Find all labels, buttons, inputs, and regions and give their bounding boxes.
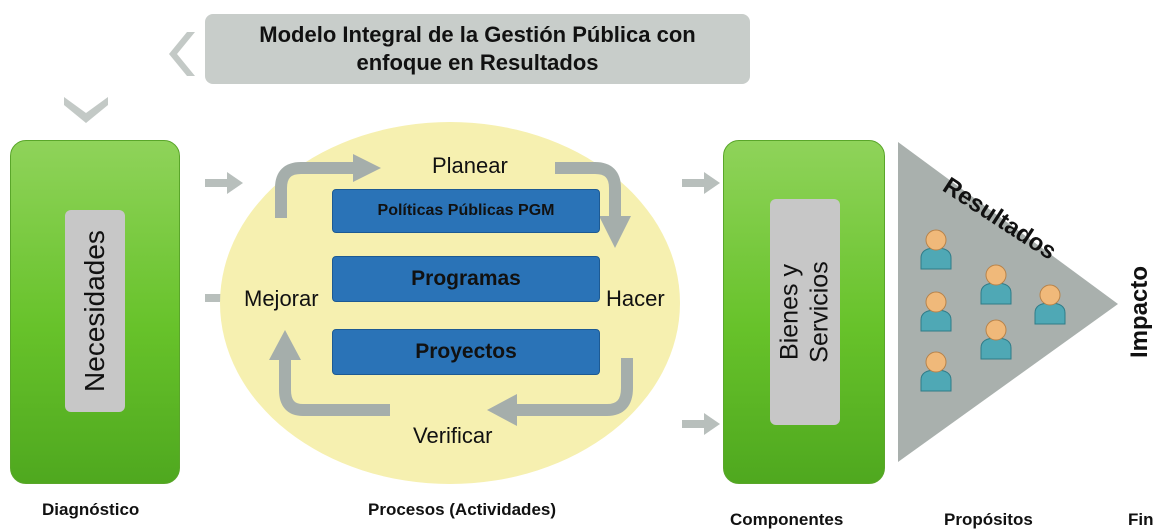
bienes-label: Bienes y [776, 264, 805, 360]
verificar-label: Verificar [413, 423, 493, 448]
person-icon [920, 351, 952, 392]
chevron-down-icon [64, 97, 108, 123]
person-icon [980, 319, 1012, 360]
title-line-1: Modelo Integral de la Gestión Pública co… [259, 22, 696, 47]
bienes-servicios-block: Bienes y Servicios [723, 140, 885, 484]
diagnostico-label: Diagnóstico [42, 500, 140, 519]
title-line-2: enfoque en Resultados [356, 50, 599, 75]
propositos-label: Propósitos [944, 510, 1033, 529]
hacer-label: Hacer [606, 286, 665, 311]
necesidades-label: Necesidades [79, 230, 110, 392]
procesos-label: Procesos (Actividades) [368, 500, 557, 519]
componentes-label: Componentes [730, 510, 844, 529]
person-icon [980, 264, 1012, 305]
mejorar-label: Mejorar [244, 286, 319, 311]
impacto-label-wrap: Impacto [1120, 247, 1160, 377]
arrow-right-icon [205, 172, 243, 194]
person-icon [1034, 284, 1066, 325]
diagram-title: Modelo Integral de la Gestión Pública co… [205, 14, 750, 84]
servicios-label: Servicios [806, 261, 835, 363]
impacto-label: Impacto [1126, 265, 1154, 359]
fin-label: Fin [1128, 510, 1154, 529]
politicas-bar: Políticas Públicas PGM [332, 189, 600, 233]
proyectos-bar: Proyectos [332, 329, 600, 375]
person-icon [920, 291, 952, 332]
necesidades-block: Necesidades [10, 140, 180, 484]
necesidades-panel: Necesidades [65, 210, 125, 412]
arrow-right-icon [682, 172, 720, 194]
arrow-right-icon [682, 413, 720, 435]
chevron-left-icon [169, 32, 195, 76]
planear-label: Planear [432, 153, 508, 178]
programas-bar: Programas [332, 256, 600, 302]
person-icon [920, 229, 952, 270]
bienes-servicios-panel: Bienes y Servicios [770, 199, 840, 425]
